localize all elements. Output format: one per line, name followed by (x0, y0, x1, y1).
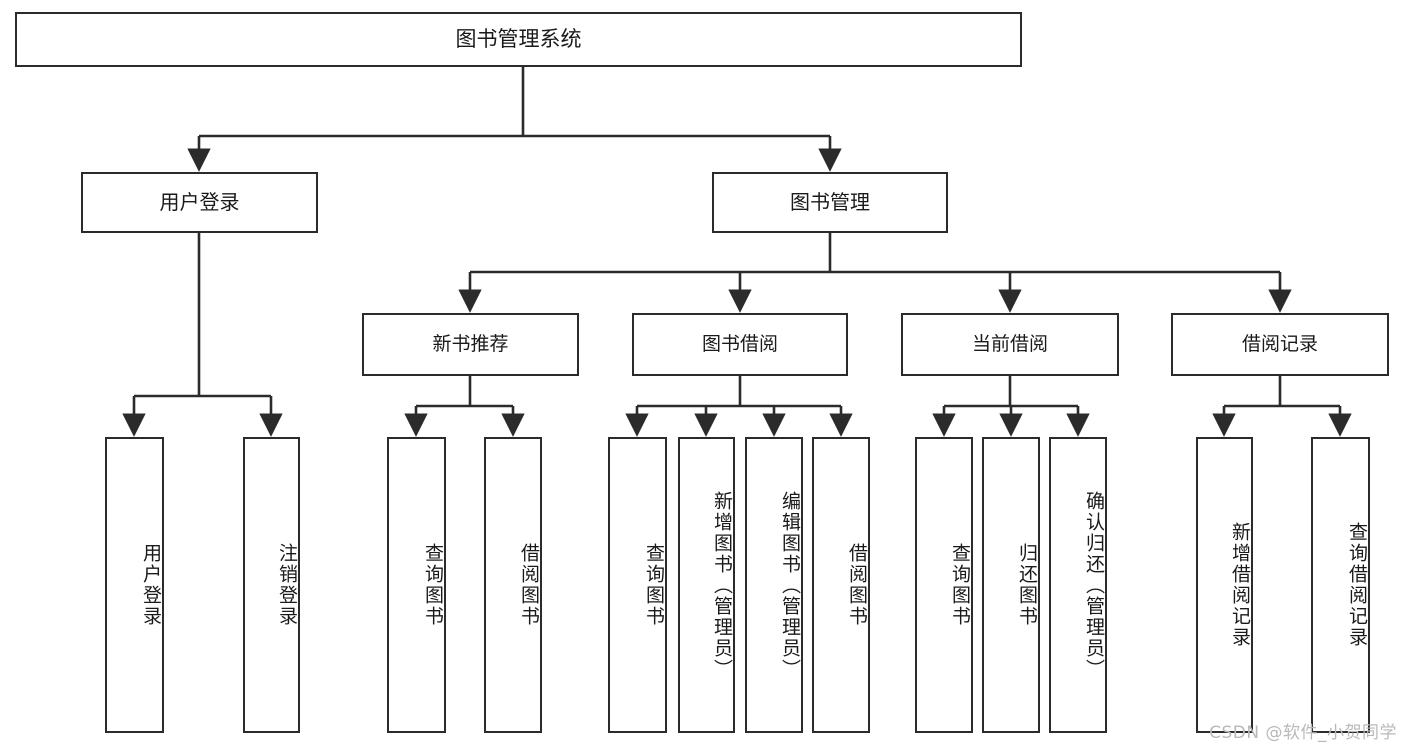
node-current-borrow-label: 当前借阅 (971, 333, 1048, 356)
node-book-borrow-label: 图书借阅 (701, 333, 778, 356)
node-new-book-recommend[interactable]: 新书推荐 (362, 313, 579, 376)
node-user-login-label: 用户登录 (159, 189, 240, 214)
leaf-node[interactable]: 归还图书 (982, 437, 1040, 733)
leaf-node-label: 查询图书 (422, 543, 444, 627)
leaf-node-label: 借阅图书 (518, 543, 540, 627)
leaf-node[interactable]: 注销登录 (243, 437, 300, 733)
leaf-node[interactable]: 查询借阅记录 (1311, 437, 1370, 733)
leaf-node-label: 注销登录 (276, 543, 298, 627)
leaf-node-label: 编辑图书（管理员） (779, 490, 801, 680)
leaf-node-label: 查询借阅记录 (1346, 522, 1368, 648)
leaf-node[interactable]: 用户登录 (105, 437, 164, 733)
leaf-node[interactable]: 查询图书 (387, 437, 446, 733)
leaf-node-label: 查询图书 (643, 543, 665, 627)
leaf-node-label: 新增借阅记录 (1229, 522, 1251, 648)
csdn-watermark: CSDN @软件_小贺同学 (1209, 723, 1397, 743)
leaf-node-label: 确认归还（管理员） (1083, 490, 1105, 680)
leaf-node-label: 归还图书 (1016, 543, 1038, 627)
node-book-borrow[interactable]: 图书借阅 (632, 313, 848, 376)
leaf-node[interactable]: 查询图书 (915, 437, 973, 733)
node-borrow-records[interactable]: 借阅记录 (1171, 313, 1389, 376)
leaf-node-label: 查询图书 (949, 543, 971, 627)
node-user-login[interactable]: 用户登录 (81, 172, 318, 233)
leaf-node[interactable]: 查询图书 (608, 437, 667, 733)
leaf-node[interactable]: 新增借阅记录 (1196, 437, 1253, 733)
leaf-node-label: 用户登录 (140, 543, 162, 627)
node-book-management[interactable]: 图书管理 (712, 172, 948, 233)
leaf-node[interactable]: 确认归还（管理员） (1049, 437, 1107, 733)
leaf-node[interactable]: 借阅图书 (812, 437, 870, 733)
node-book-management-label: 图书管理 (790, 189, 870, 214)
leaf-node[interactable]: 新增图书（管理员） (678, 437, 735, 733)
node-current-borrow[interactable]: 当前借阅 (901, 313, 1119, 376)
leaf-node-label: 新增图书（管理员） (711, 490, 733, 680)
leaf-node-label: 借阅图书 (846, 543, 868, 627)
node-root[interactable]: 图书管理系统 (15, 12, 1022, 67)
node-borrow-records-label: 借阅记录 (1241, 333, 1318, 356)
node-new-book-recommend-label: 新书推荐 (432, 333, 509, 356)
leaf-node[interactable]: 编辑图书（管理员） (745, 437, 803, 733)
node-root-label: 图书管理系统 (455, 27, 582, 52)
leaf-node[interactable]: 借阅图书 (484, 437, 542, 733)
